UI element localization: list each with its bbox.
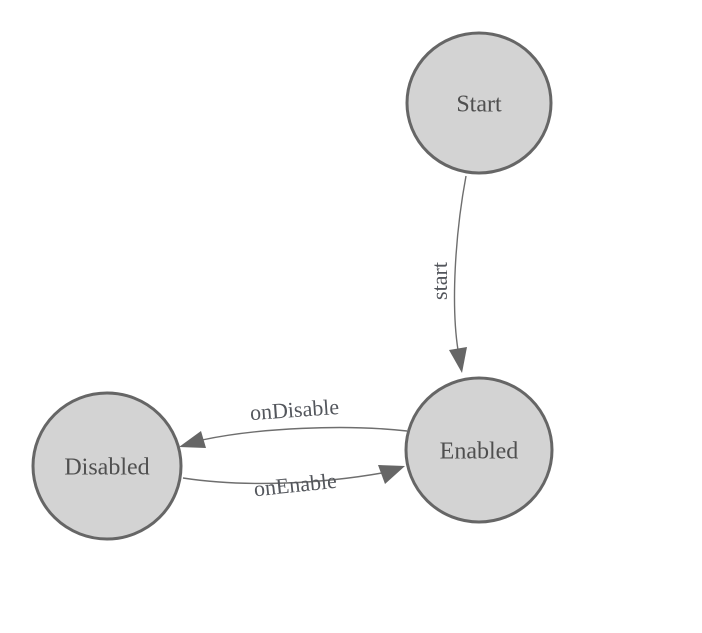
arrowhead-into-enabled-top: [449, 347, 467, 373]
edge-enabled-to-disabled-line: [201, 426, 408, 441]
edge-disabled-to-enabled: onEnable: [182, 465, 405, 502]
edge-enabled-to-disabled: onDisable: [179, 394, 408, 448]
state-node-disabled: Disabled: [31, 391, 183, 541]
state-node-disabled-shape: [31, 391, 183, 541]
edge-start-to-enabled: start: [427, 175, 467, 373]
edge-disabled-to-enabled-line: [182, 472, 383, 485]
edge-label-start: start: [427, 262, 452, 300]
arrowhead-into-enabled-left: [378, 465, 405, 484]
state-node-enabled: Enabled: [404, 376, 554, 524]
edge-label-onenable: onEnable: [253, 468, 338, 502]
arrowhead-into-disabled: [179, 431, 206, 448]
state-label-start: Start: [456, 91, 502, 117]
state-node-start: Start: [405, 31, 553, 175]
state-node-enabled-shape: [404, 376, 554, 524]
state-label-disabled: Disabled: [64, 454, 149, 480]
state-label-enabled: Enabled: [440, 438, 519, 464]
edge-start-to-enabled-line: [453, 175, 467, 351]
state-node-start-shape: [405, 31, 553, 175]
edge-label-ondisable: onDisable: [249, 394, 340, 425]
